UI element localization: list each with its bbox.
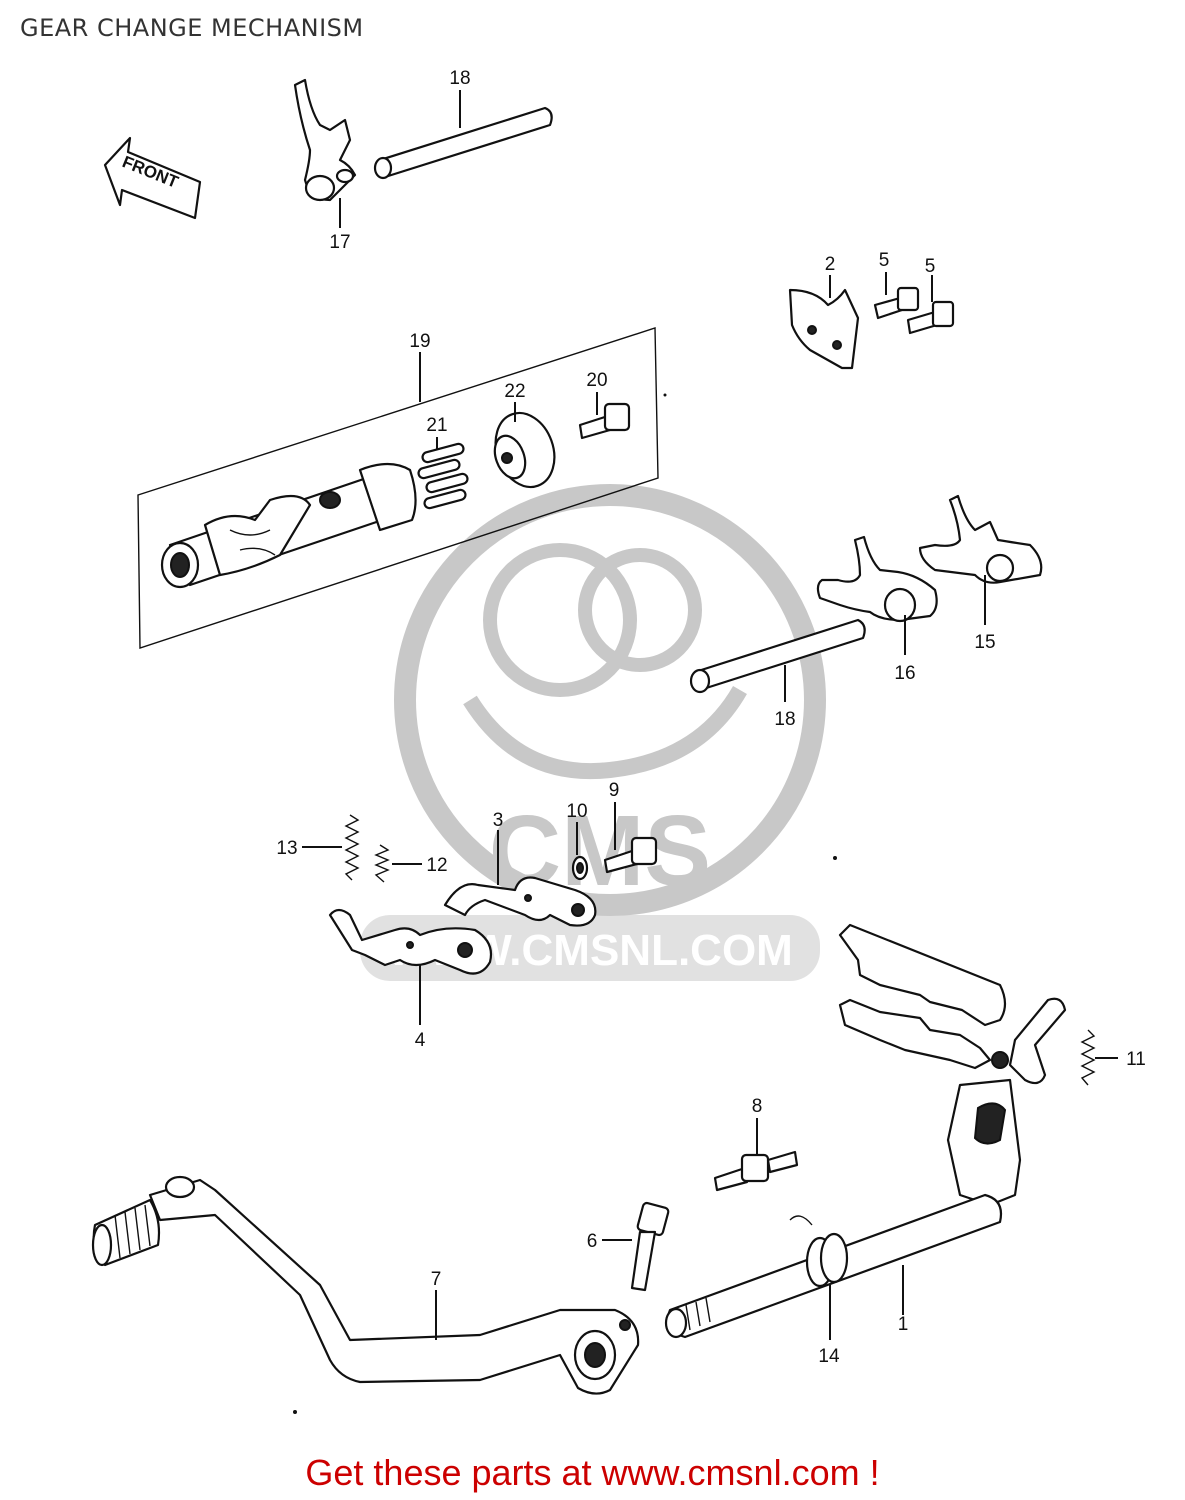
part-8-stud-bolt bbox=[713, 1150, 799, 1192]
page-title: GEAR CHANGE MECHANISM bbox=[20, 14, 364, 42]
callout-labels: 1 2 3 4 5 5 6 7 8 9 10 11 12 13 14 15 16… bbox=[276, 68, 1145, 1367]
part-22-pin-plate bbox=[493, 411, 556, 489]
front-arrow: FRONT bbox=[103, 136, 202, 220]
callout-17: 17 bbox=[329, 232, 350, 253]
callout-22: 22 bbox=[504, 381, 525, 402]
watermark-ring bbox=[394, 484, 826, 916]
part-5-bolt-a bbox=[873, 286, 920, 320]
callout-12: 12 bbox=[426, 855, 447, 876]
part-12-spring bbox=[374, 844, 390, 883]
watermark-face bbox=[463, 685, 747, 780]
callout-5a: 5 bbox=[879, 250, 890, 271]
watermark-goggles-left bbox=[483, 543, 637, 697]
watermark-goggles-right bbox=[578, 548, 702, 672]
part-13-spring bbox=[344, 814, 360, 881]
callout-5b: 5 bbox=[925, 256, 936, 277]
callout-14: 14 bbox=[818, 1346, 840, 1367]
part-21-pins bbox=[417, 442, 469, 510]
part-18-shaft-right bbox=[689, 618, 866, 694]
callout-3: 3 bbox=[493, 810, 504, 831]
part-7-shift-pedal bbox=[91, 1175, 640, 1395]
callout-6: 6 bbox=[587, 1231, 598, 1252]
callout-2: 2 bbox=[825, 254, 836, 275]
part-5-bolt-b bbox=[906, 300, 955, 335]
callout-7: 7 bbox=[431, 1269, 442, 1290]
scan-speck bbox=[833, 856, 837, 860]
callout-18-right: 18 bbox=[774, 709, 795, 730]
part-11-spring bbox=[1080, 1029, 1096, 1086]
callout-15: 15 bbox=[974, 632, 995, 653]
callout-1: 1 bbox=[898, 1314, 909, 1335]
callout-11: 11 bbox=[1126, 1049, 1146, 1070]
part-16-shift-fork bbox=[816, 535, 938, 623]
part-10-washer bbox=[571, 855, 589, 881]
scan-speck bbox=[293, 1410, 297, 1414]
part-19-group-frame bbox=[137, 327, 659, 649]
part-1-gear-change-shaft bbox=[664, 923, 1067, 1339]
part-9-bolt bbox=[603, 836, 658, 874]
callout-8: 8 bbox=[752, 1096, 763, 1117]
callout-4: 4 bbox=[415, 1030, 426, 1051]
part-17-shift-fork bbox=[293, 78, 357, 202]
part-2-stopper-plate bbox=[788, 288, 860, 370]
callout-21: 21 bbox=[426, 415, 447, 436]
part-19-shift-drum bbox=[160, 462, 417, 589]
callout-16: 16 bbox=[894, 663, 915, 684]
callout-10: 10 bbox=[566, 801, 587, 822]
part-18-shaft-top bbox=[373, 106, 553, 180]
scan-speck bbox=[663, 393, 667, 397]
callout-18-top: 18 bbox=[449, 68, 470, 89]
part-6-bolt bbox=[630, 1201, 670, 1292]
footer-link[interactable]: Get these parts at www.cmsnl.com ! bbox=[305, 1452, 880, 1493]
exploded-parts-diagram: CMS WWW.CMSNL.COM FRONT bbox=[91, 68, 1146, 1414]
callout-19: 19 bbox=[409, 331, 430, 352]
part-3-pawl-arm bbox=[443, 876, 597, 927]
part-4-pawl-arm bbox=[328, 908, 493, 975]
part-15-shift-fork bbox=[918, 494, 1043, 584]
callout-9: 9 bbox=[609, 780, 620, 801]
front-arrow-shape bbox=[103, 136, 202, 220]
part-14-return-spring bbox=[789, 1215, 849, 1288]
callout-13: 13 bbox=[276, 838, 297, 859]
part-20-bolt bbox=[578, 402, 631, 440]
callout-20: 20 bbox=[586, 370, 607, 391]
